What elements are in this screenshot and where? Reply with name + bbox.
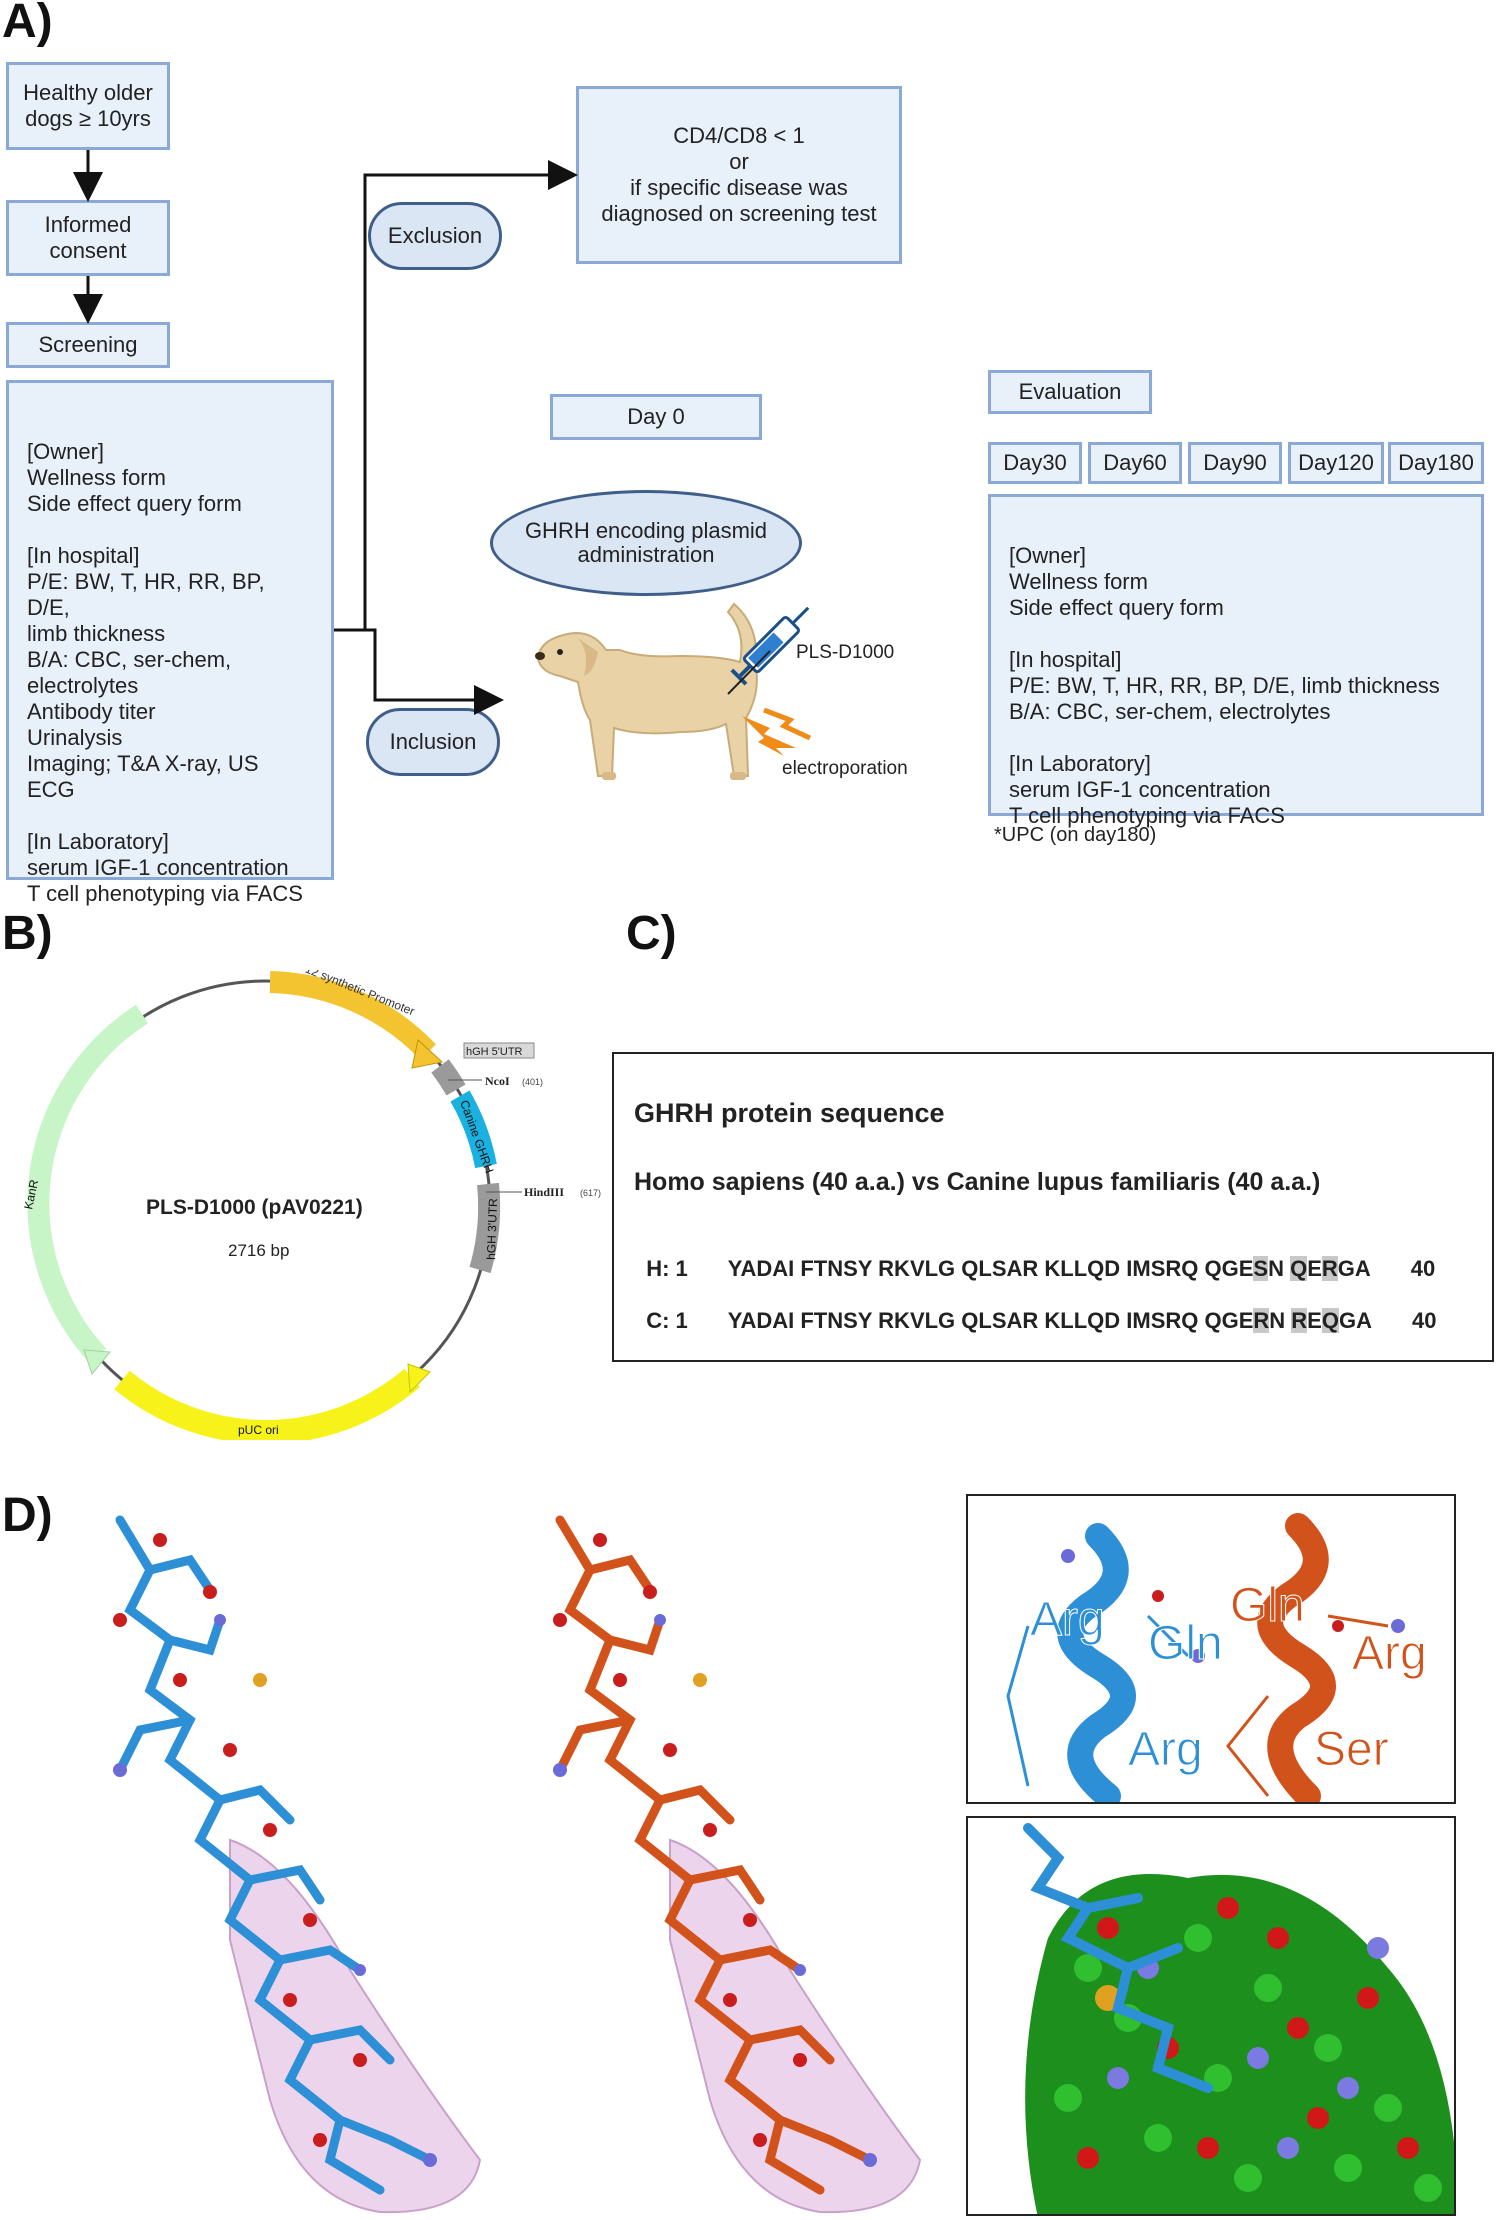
day-box-120: Day120 <box>1288 442 1384 484</box>
screening-box: Screening <box>6 322 170 368</box>
day0-text: Day 0 <box>627 404 685 429</box>
screening-details-box: [Owner] Wellness form Side effect query … <box>6 380 334 906</box>
label-canine-gln: Gln <box>1230 1579 1306 1633</box>
ghrh-admin-text: GHRH encoding plasmid administration <box>524 518 768 567</box>
ncoi-position: (401) <box>522 1077 543 1087</box>
canine-seq-label: C: 1 <box>646 1308 688 1333</box>
panel-label-c: C) <box>626 907 677 960</box>
ghrh-admin-oval: GHRH encoding plasmid administration <box>490 490 802 596</box>
canine-seq-end: 40 <box>1411 1308 1437 1333</box>
receptor-binding-inset <box>966 1816 1456 2216</box>
hindiii-position: (617) <box>580 1188 601 1198</box>
human-seq-label: H: 1 <box>646 1256 688 1281</box>
panel-label-a: A) <box>2 0 53 48</box>
human-seq-diff-r: R <box>1321 1256 1338 1281</box>
evaluation-details-box: [Owner] Wellness form Side effect query … <box>988 494 1484 828</box>
ghrh-block <box>450 1090 497 1169</box>
pls-label: PLS-D1000 <box>796 642 895 663</box>
canine-seq-n: N <box>1269 1308 1292 1333</box>
day-box-30: Day30 <box>988 442 1082 484</box>
day-box-90: Day90 <box>1188 442 1282 484</box>
panel-label-b: B) <box>2 907 53 960</box>
informed-consent-box: Informed consent <box>6 200 170 276</box>
canine-seq-diff-r: R <box>1253 1308 1270 1333</box>
receptor-spacefill <box>1023 1823 1454 2214</box>
utr3-block <box>469 1182 501 1274</box>
plasmid-name: PLS-D1000 (pAV0221) <box>146 1196 363 1219</box>
informed-consent-text: Informed consent <box>44 212 132 263</box>
day-label: Day180 <box>1398 450 1474 475</box>
day-box-180: Day180 <box>1388 442 1484 484</box>
canine-seq-diff-r2: R <box>1291 1308 1308 1333</box>
hindiii-label: HindIII <box>524 1185 564 1199</box>
label-human-arg-1: Arg <box>1030 1593 1106 1647</box>
kanr-label: KanR <box>21 1178 41 1211</box>
residue-helices <box>1006 1513 1405 1802</box>
healthy-dogs-text: Healthy older dogs ≥ 10yrs <box>23 80 153 131</box>
puc-label: pUC ori <box>238 1423 279 1437</box>
evaluation-details-text: [Owner] Wellness form Side effect query … <box>1009 543 1440 828</box>
screening-text: Screening <box>38 332 138 357</box>
label-human-gln: Gln <box>1148 1617 1224 1671</box>
sequence-subtitle: Homo sapiens (40 a.a.) vs Canine lupus f… <box>634 1168 1321 1196</box>
canine-seq-ga: GA <box>1338 1308 1372 1333</box>
exclusion-criteria-box: CD4/CD8 < 1 or if specific disease was d… <box>576 86 902 264</box>
syringe-icon <box>727 606 810 695</box>
sequence-title: GHRH protein sequence <box>634 1098 945 1128</box>
day-box-60: Day60 <box>1088 442 1182 484</box>
screening-details-text: [Owner] Wellness form Side effect query … <box>27 439 303 906</box>
canine-sequence-row: C: 1 YADAI FTNSY RKVLG QLSAR KLLQD IMSRQ … <box>634 1282 1436 1334</box>
human-sequence-row: H: 1 YADAI FTNSY RKVLG QLSAR KLLQD IMSRQ … <box>634 1230 1435 1282</box>
human-seq-diff-q: Q <box>1290 1256 1308 1281</box>
day-label: Day60 <box>1103 450 1167 475</box>
day-label: Day90 <box>1203 450 1267 475</box>
canine-ghrh-structure <box>553 1515 922 2214</box>
human-seq-end: 40 <box>1410 1256 1436 1281</box>
label-canine-arg: Arg <box>1352 1627 1428 1681</box>
label-canine-ser: Ser <box>1314 1723 1390 1777</box>
human-seq-e: E <box>1307 1256 1322 1281</box>
exclusion-pill: Exclusion <box>368 202 502 270</box>
day-label: Day120 <box>1298 450 1374 475</box>
plasmid-map: c5-12 synthetic Promoter hGH 5'UTR NcoI … <box>21 970 601 1440</box>
label-human-arg-2: Arg <box>1128 1723 1204 1777</box>
arrow-to-exclusion <box>334 160 578 632</box>
human-ghrh-structure <box>113 1515 482 2214</box>
arrow-to-inclusion <box>365 628 504 715</box>
inclusion-text: Inclusion <box>389 729 477 754</box>
upc-note: *UPC (on day180) <box>994 824 1157 846</box>
electroporation-icon <box>742 708 812 756</box>
plasmid-size: 2716 bp <box>228 1241 289 1260</box>
human-seq-diff-s: S <box>1253 1256 1269 1281</box>
utr5-label: hGH 5'UTR <box>466 1046 523 1058</box>
human-seq-n: N <box>1268 1256 1291 1281</box>
kanr-arrow <box>27 1004 148 1364</box>
promoter-arrow <box>269 971 436 1060</box>
healthy-dogs-box: Healthy older dogs ≥ 10yrs <box>6 62 170 150</box>
day-row: Day30 Day60 Day90 Day120 Day180 <box>988 442 1484 486</box>
electroporation-label: electroporation <box>782 758 908 779</box>
day-label: Day30 <box>1003 450 1067 475</box>
dog-illustration <box>535 602 758 780</box>
panel-label-d: D) <box>2 1489 53 1542</box>
flow-arrows <box>73 150 578 715</box>
utr5-block <box>431 1059 466 1096</box>
puc-arrow <box>114 1368 420 1440</box>
sequence-box <box>612 1052 1494 1362</box>
evaluation-text: Evaluation <box>1018 379 1122 404</box>
canine-seq-diff-q: Q <box>1321 1308 1339 1333</box>
exclusion-criteria-text: CD4/CD8 < 1 or if specific disease was d… <box>601 123 877 226</box>
evaluation-box: Evaluation <box>988 370 1152 414</box>
inclusion-pill: Inclusion <box>366 708 500 776</box>
canine-seq-e: E <box>1307 1308 1322 1333</box>
residue-comparison-inset: Arg Gln Arg Gln Arg Ser <box>966 1494 1456 1804</box>
utr3-label: hGH 3'UTR <box>484 1198 500 1260</box>
human-seq-ga: GA <box>1337 1256 1371 1281</box>
canine-seq-main: YADAI FTNSY RKVLG QLSAR KLLQD IMSRQ QGE <box>727 1308 1254 1333</box>
ncoi-label: NcoI <box>485 1074 510 1088</box>
exclusion-text: Exclusion <box>387 223 483 248</box>
human-seq-main: YADAI FTNSY RKVLG QLSAR KLLQD IMSRQ QGE <box>727 1256 1254 1281</box>
day0-box: Day 0 <box>550 394 762 440</box>
